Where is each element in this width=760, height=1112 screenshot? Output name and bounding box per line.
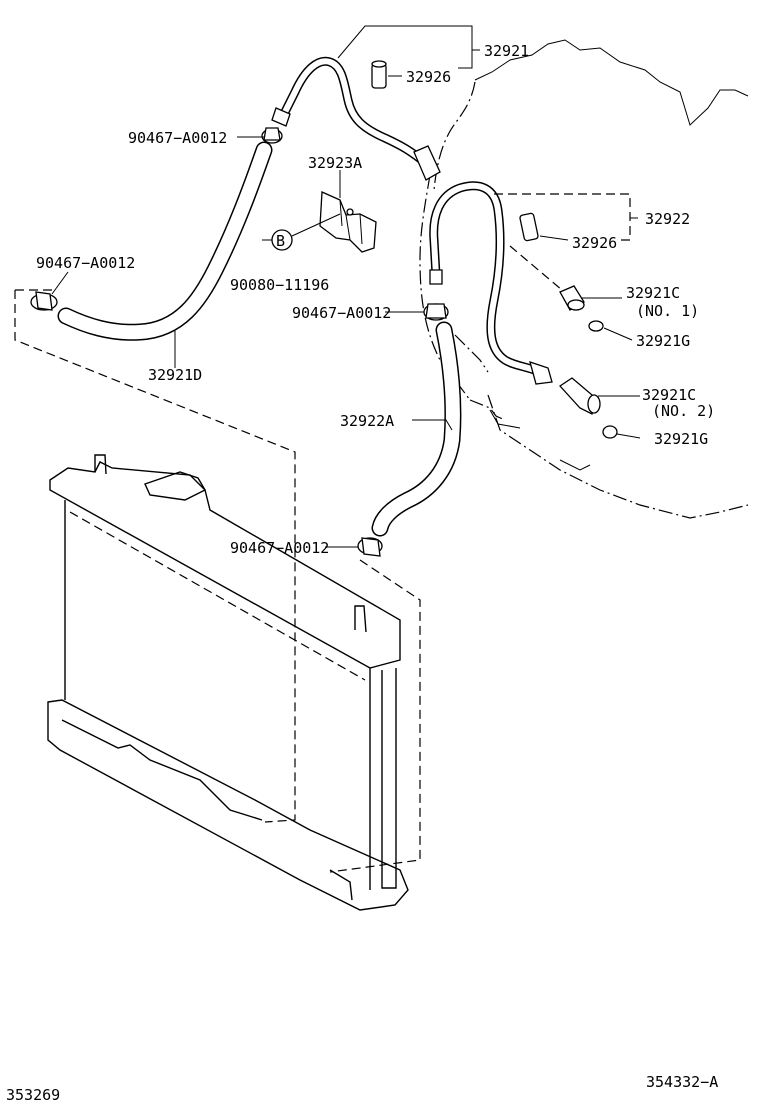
transmission-outline: [419, 39, 749, 519]
bracket-32923A: [319, 191, 377, 253]
label-32926-a: 32926: [406, 68, 451, 86]
footer-code-left: 353269: [6, 1086, 60, 1104]
hose-32922A: [371, 321, 462, 537]
label-32921G-1: 32921G: [636, 332, 690, 350]
label-90080-11196: 90080−11196: [230, 276, 329, 294]
hose-32921D: [57, 141, 273, 341]
cooler-tube-32922: [429, 181, 553, 385]
cooler-tube-32921: [271, 56, 441, 181]
label-32921C-no1-note: (NO. 1): [636, 302, 699, 320]
clamp-left: [30, 291, 58, 311]
gasket-32921G-2: [602, 425, 618, 439]
part-labels: 32921 32926 90467−A0012 32923A 90467−A00…: [36, 42, 715, 557]
label-32921C-no2: 32921C: [642, 386, 696, 404]
sleeve-32926-b: [519, 212, 539, 242]
label-32926-b: 32926: [572, 234, 617, 252]
union-32921C-no2: [559, 377, 601, 415]
bolt-b-marker: B: [271, 229, 293, 251]
radiator: [14, 289, 421, 911]
union-32921C-no1: [559, 285, 585, 311]
bolt-b-letter: B: [276, 232, 285, 250]
label-32922: 32922: [645, 210, 690, 228]
label-32921G-2: 32921G: [654, 430, 708, 448]
label-90467-top: 90467−A0012: [128, 129, 227, 147]
label-32923A: 32923A: [308, 154, 362, 172]
label-32922A: 32922A: [340, 412, 394, 430]
label-32921: 32921: [484, 42, 529, 60]
label-90467-left: 90467−A0012: [36, 254, 135, 272]
clamp-low: [357, 537, 383, 557]
label-32921C-no2-note: (NO. 2): [652, 402, 715, 420]
label-32921D: 32921D: [148, 366, 202, 384]
label-32921C-no1: 32921C: [626, 284, 680, 302]
leader-lines: [51, 25, 641, 548]
footer-code-right: 354332−A: [646, 1073, 718, 1091]
clamp-top: [261, 127, 283, 144]
clamp-mid: [423, 303, 449, 321]
sleeve-32926-a: [371, 60, 387, 89]
label-90467-mid: 90467−A0012: [292, 304, 391, 322]
gasket-32921G-1: [588, 320, 604, 332]
label-90467-low: 90467−A0012: [230, 539, 329, 557]
